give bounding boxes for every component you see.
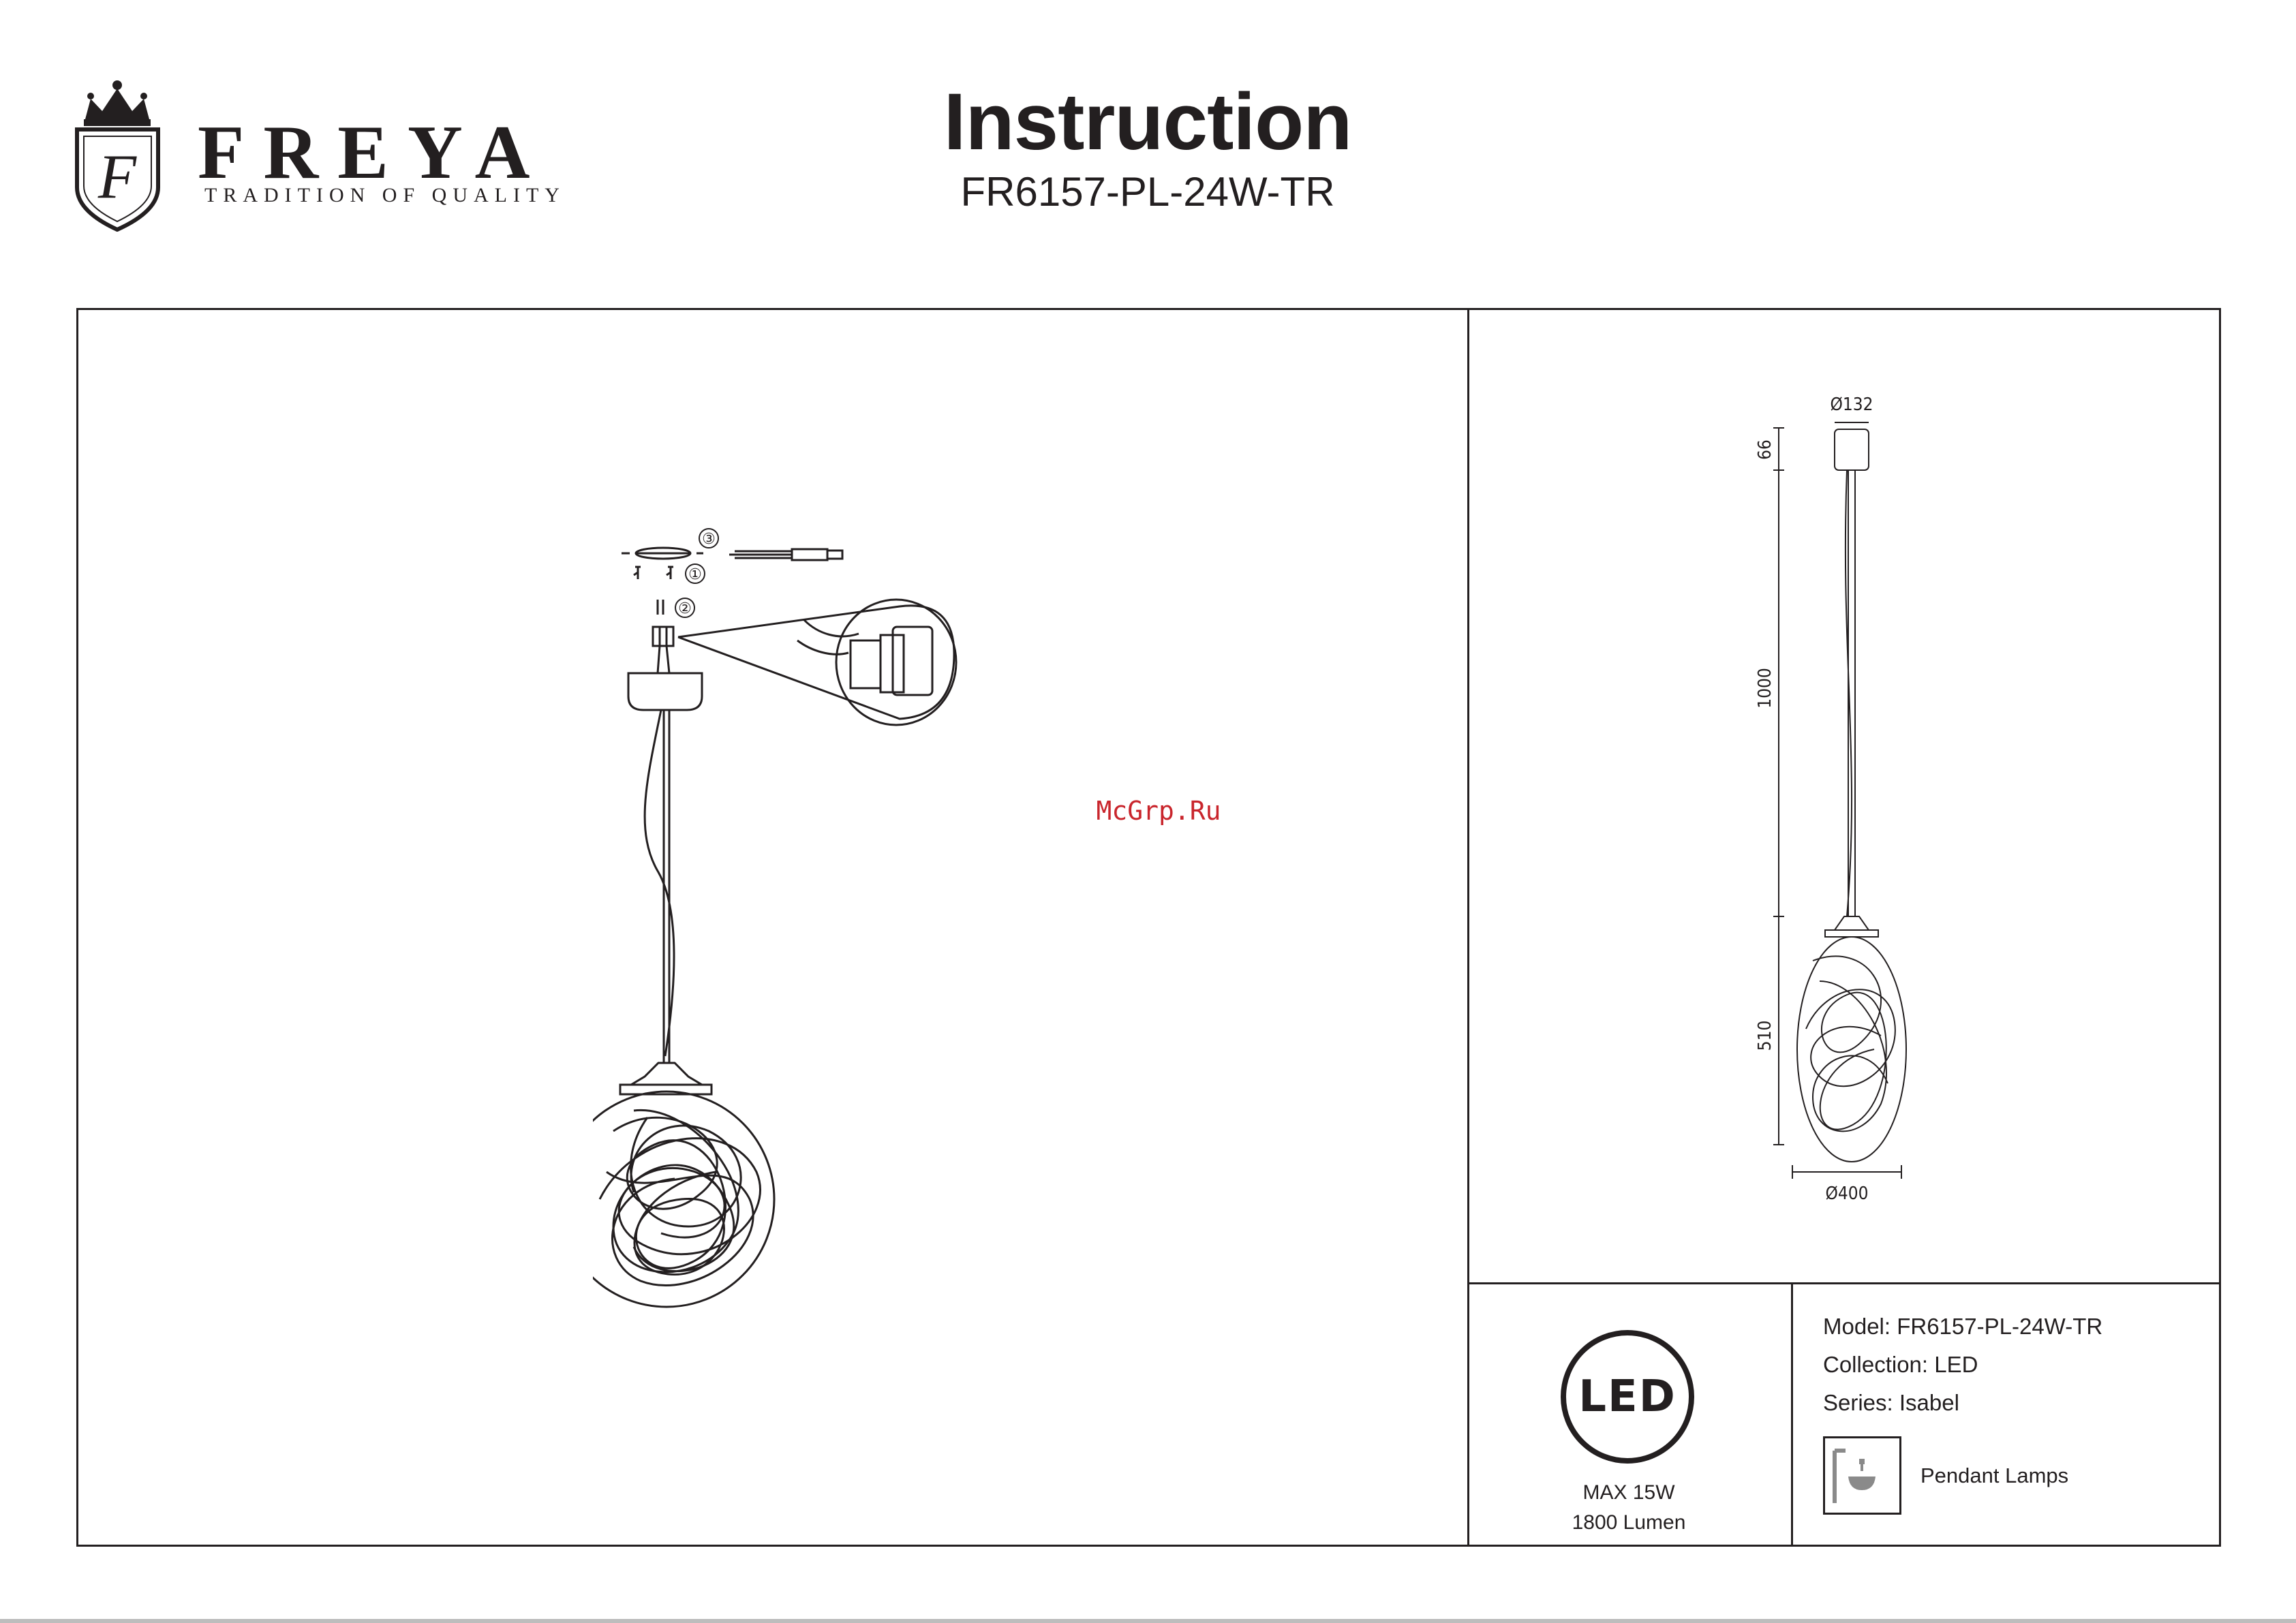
brand-name: FREYA (198, 114, 549, 191)
page-title: Instruction (943, 82, 1352, 162)
tangled-filament (1806, 956, 1895, 1131)
screwdriver-icon (729, 549, 842, 560)
cable-length-label: 1000 (1755, 668, 1775, 709)
page-bottom-rule (0, 1619, 2296, 1623)
watermark: McGrp.Ru (1077, 796, 1240, 826)
svg-text:②: ② (678, 600, 692, 617)
led-badge: LED (1561, 1330, 1694, 1464)
canopy (1835, 429, 1869, 470)
max-power: MAX 15W (1506, 1481, 1751, 1504)
freya-crest-icon: F (72, 72, 164, 232)
led-badge-text: LED (1578, 1372, 1677, 1422)
svg-text:③: ③ (702, 531, 716, 548)
shade-diameter-label: Ø400 (1825, 1184, 1868, 1204)
screw-icon (634, 567, 641, 579)
assembly-drawing: ③ ① ② (593, 518, 975, 1335)
canopy-height-label: 66 (1755, 439, 1775, 460)
dimension-drawing: Ø132 66 1000 510 Ø400 (1745, 382, 1949, 1213)
pendant-lamp-icon (1823, 1436, 1901, 1515)
brand-tagline: TRADITION OF QUALITY (204, 185, 566, 206)
svg-text:①: ① (688, 566, 702, 583)
divider-horizontal (1467, 1282, 2221, 1284)
model-subtitle: FR6157-PL-24W-TR (909, 172, 1386, 213)
spec-series: Series: Isabel (1823, 1390, 1959, 1416)
spec-model: Model: FR6157-PL-24W-TR (1823, 1314, 2102, 1340)
lumen-output: 1800 Lumen (1506, 1511, 1751, 1534)
canopy (628, 673, 702, 710)
detail-zoom (836, 600, 956, 725)
tangled-filament (600, 1110, 760, 1285)
shade-height-label: 510 (1755, 1021, 1775, 1051)
emblem-letter: F (97, 142, 137, 211)
spec-collection: Collection: LED (1823, 1352, 1978, 1378)
canopy-diameter-label: Ø132 (1830, 395, 1873, 415)
divider-spec (1791, 1282, 1793, 1547)
product-type: Pendant Lamps (1920, 1464, 2068, 1488)
divider-vertical (1467, 308, 1469, 1547)
